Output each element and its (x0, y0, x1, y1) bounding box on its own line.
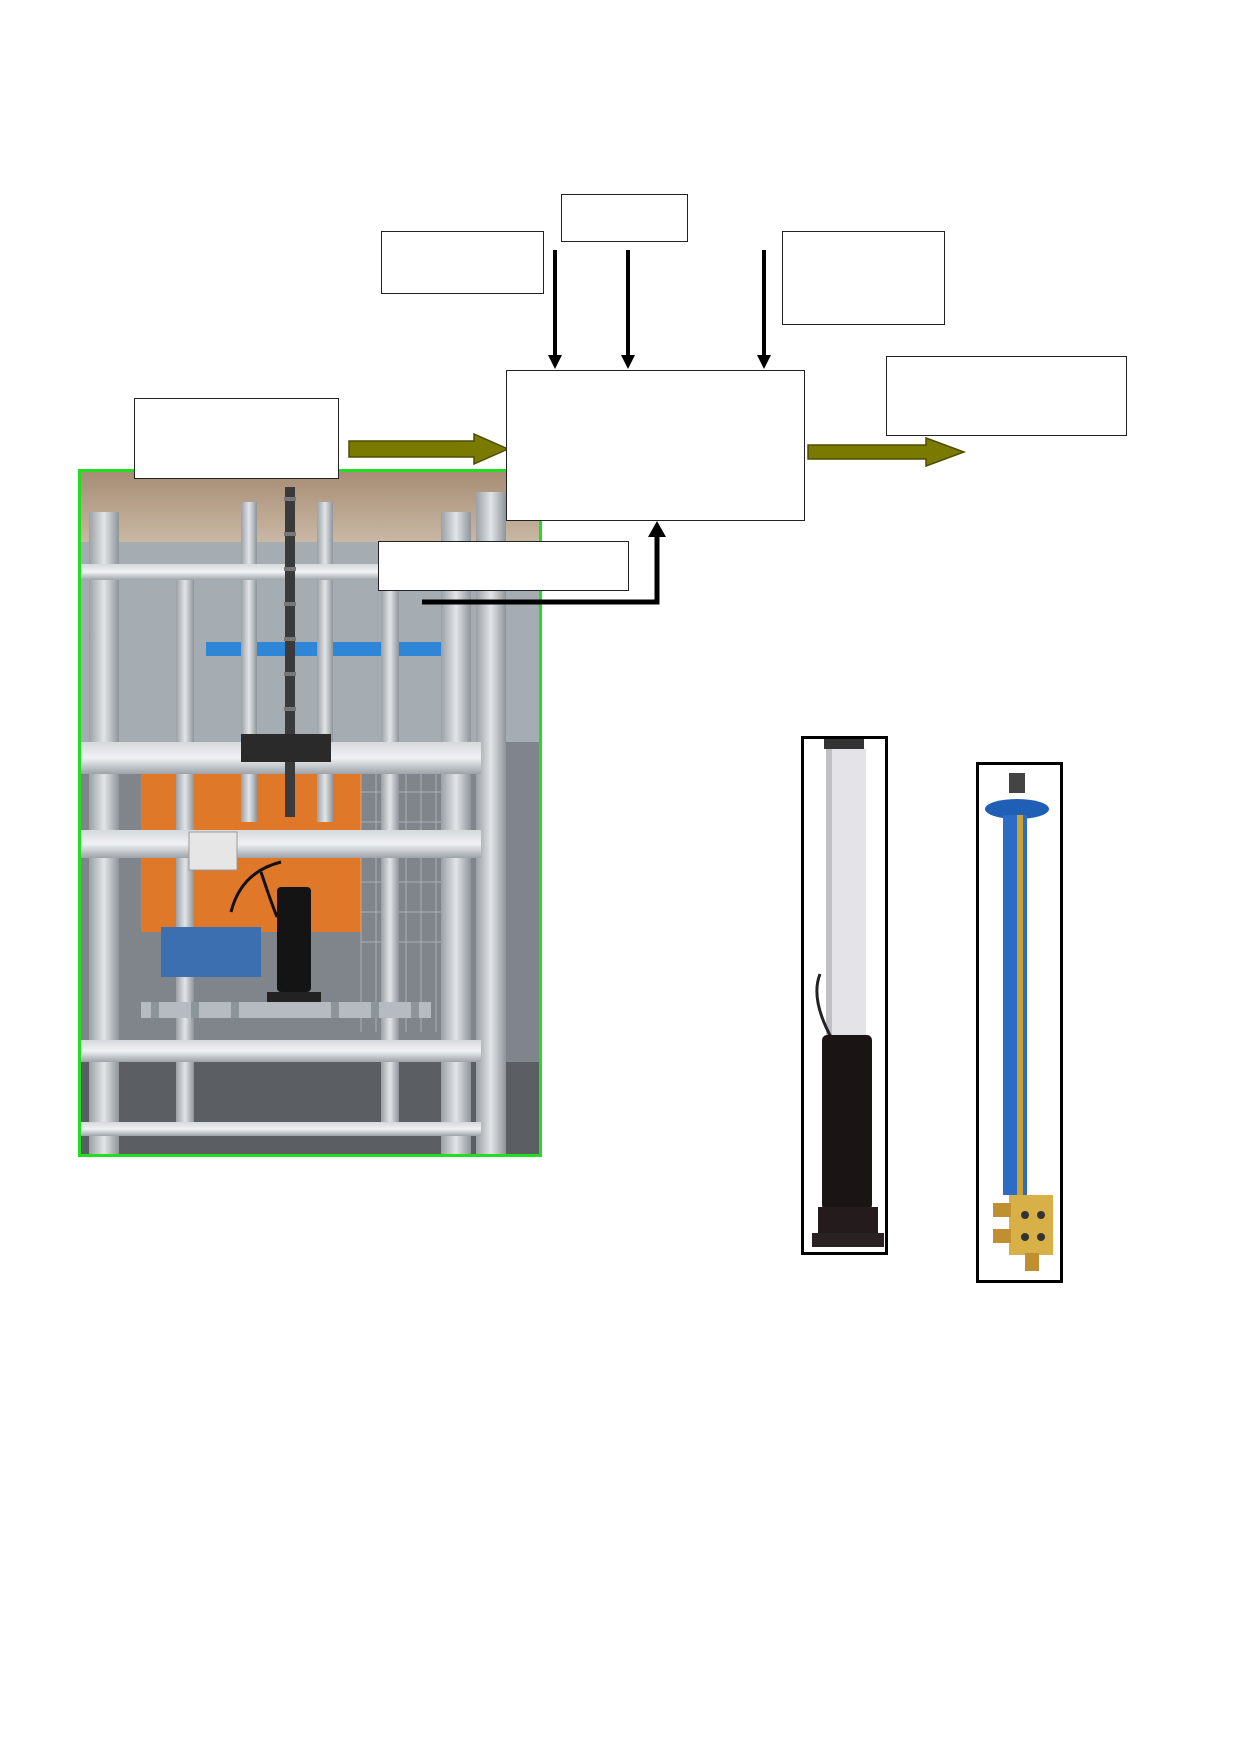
arrow-top-right-head (757, 355, 771, 369)
test-rig-image (81, 472, 539, 1154)
control-arrows (422, 250, 771, 605)
box-input-bottom (378, 541, 629, 591)
stepper-motor-photo (801, 736, 888, 1255)
arrow-flow-in (348, 432, 510, 466)
arrow-top-left-head (548, 355, 562, 369)
box-input-top-right (782, 231, 945, 325)
flow-arrows (348, 432, 967, 468)
box-process (506, 370, 805, 521)
cylinder-image (979, 765, 1060, 1280)
hydraulic-cylinder-photo (976, 762, 1063, 1283)
box-input-left (134, 398, 339, 479)
box-input-top-center (561, 194, 688, 242)
arrow-flow-out (807, 436, 967, 468)
arrow-bottom-feedback-head (648, 521, 666, 537)
box-input-top-left (381, 231, 544, 294)
arrow-top-center-head (621, 355, 635, 369)
test-rig-photo (78, 469, 542, 1157)
motor-image (804, 739, 885, 1252)
arrow-bottom-feedback (422, 535, 660, 605)
box-output-right (886, 356, 1127, 436)
